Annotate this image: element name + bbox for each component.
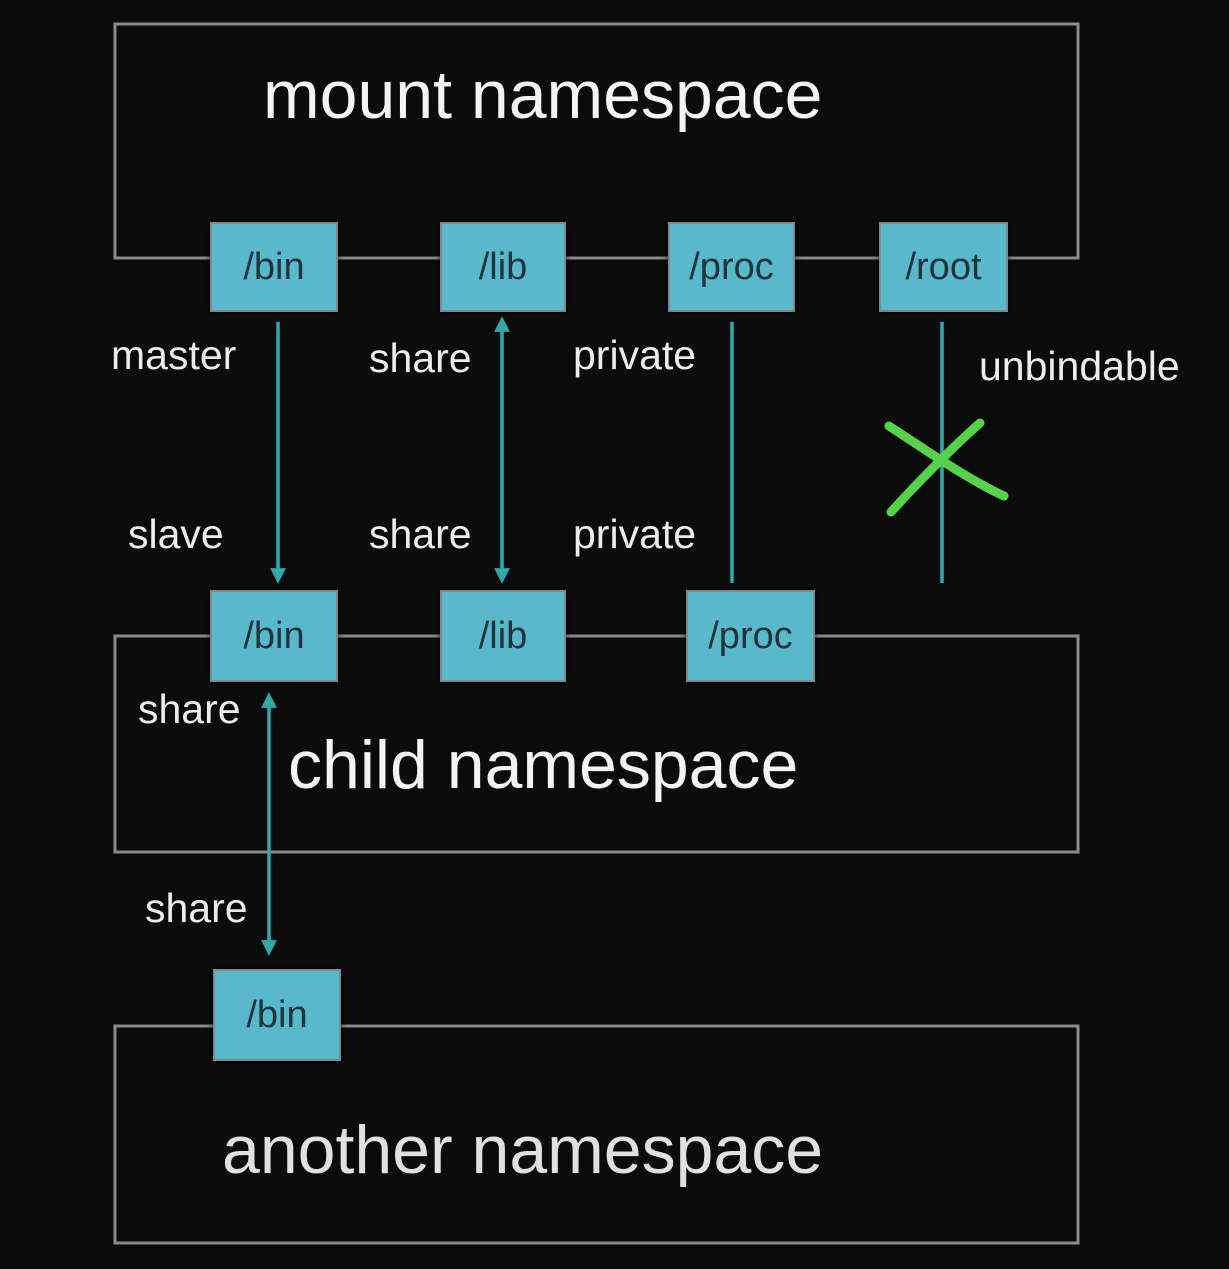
label-lib-share-bottom: share [369,511,472,557]
another-namespace-title: another namespace [222,1112,824,1188]
another-namespace-box [113,1024,1080,1245]
unbindable-cross-icon [884,418,1009,517]
child-mount-proc[interactable]: /proc [686,590,815,682]
label-private-bottom: private [573,511,697,557]
child-namespace-box [113,634,1080,854]
mount-namespace-box [113,22,1080,260]
label-child-share: share [138,686,241,732]
label-master: master [111,332,237,378]
label-slave: slave [128,511,224,557]
mount-lib[interactable]: /lib [440,222,566,312]
mount-proc[interactable]: /proc [668,222,795,312]
label-private-top: private [573,332,697,378]
label-lib-share-top: share [369,335,472,381]
label-another-share: share [145,885,248,931]
another-mount-bin[interactable]: /bin [213,969,341,1061]
mount-root[interactable]: /root [879,222,1008,312]
child-mount-lib[interactable]: /lib [440,590,566,682]
child-mount-bin[interactable]: /bin [210,590,338,682]
child-namespace-title: child namespace [288,727,799,803]
mount-bin[interactable]: /bin [210,222,338,312]
mount-namespace-title: mount namespace [263,57,823,133]
label-unbindable: unbindable [979,343,1180,389]
